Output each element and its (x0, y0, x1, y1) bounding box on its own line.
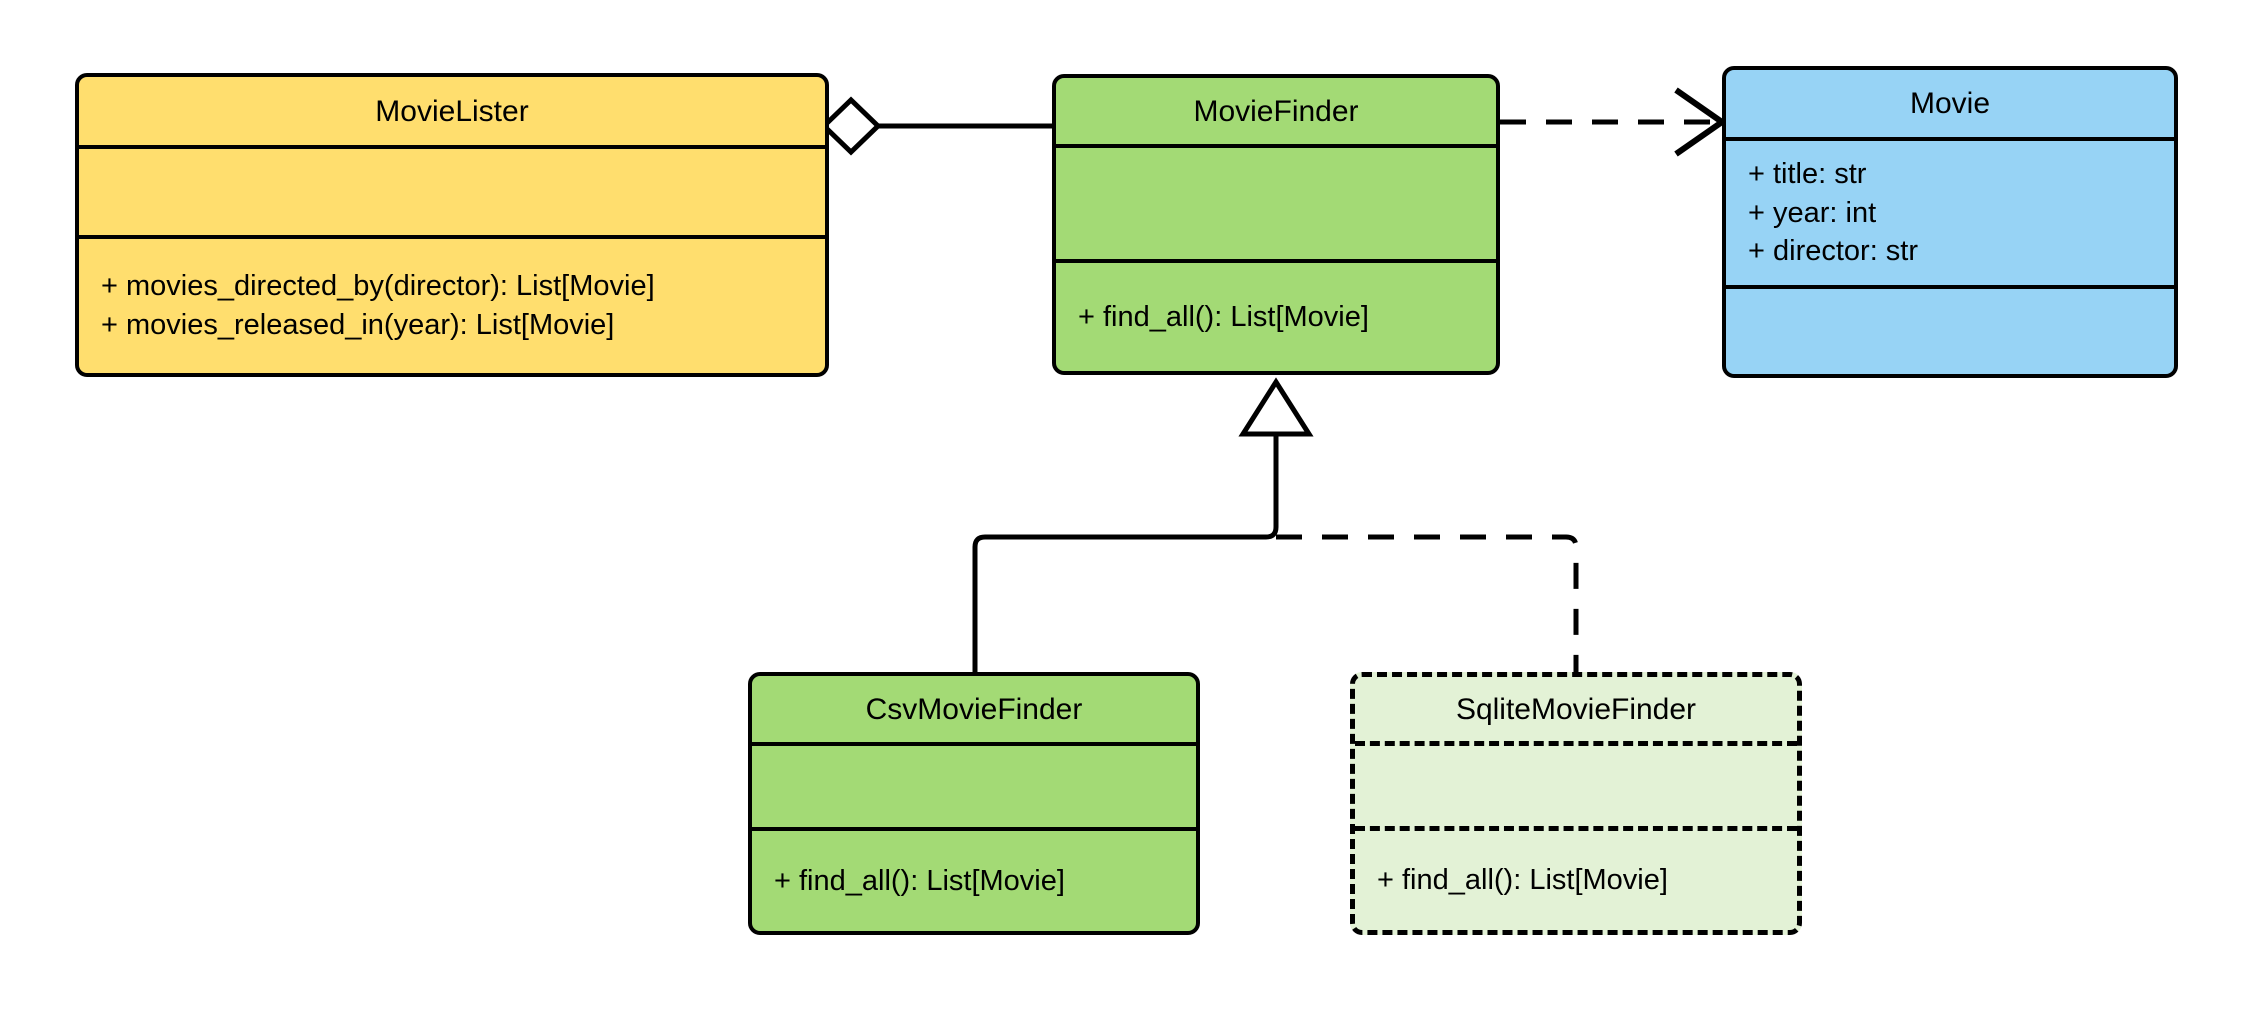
class-methods-compartment (1726, 285, 2174, 374)
class-box-sqlite-movie-finder[interactable]: SqliteMovieFinder + find_all(): List[Mov… (1350, 672, 1802, 935)
edge-aggregation-lister-finder (820, 96, 1052, 156)
class-name-label: CsvMovieFinder (865, 692, 1083, 726)
class-title-compartment: SqliteMovieFinder (1355, 677, 1797, 741)
edge-generalization-csv-finder (972, 377, 1314, 672)
method-item: + movies_released_in(year): List[Movie] (101, 309, 615, 341)
class-methods-compartment: + find_all(): List[Movie] (752, 827, 1196, 931)
class-title-compartment: MovieFinder (1056, 78, 1496, 144)
class-attributes-compartment (1355, 741, 1797, 826)
attribute-item: + year: int (1748, 196, 1877, 229)
attribute-item: + director: str (1748, 235, 1919, 268)
class-title-compartment: Movie (1726, 70, 2174, 137)
class-title-compartment: MovieLister (79, 77, 825, 145)
edge-dependency-finder-movie (1500, 87, 1728, 157)
class-box-csv-movie-finder[interactable]: CsvMovieFinder + find_all(): List[Movie] (748, 672, 1200, 935)
class-attributes-compartment: + title: str + year: int + director: str (1726, 137, 2174, 285)
class-title-compartment: CsvMovieFinder (752, 676, 1196, 742)
class-methods-compartment: + find_all(): List[Movie] (1056, 259, 1496, 371)
class-methods-compartment: + find_all(): List[Movie] (1355, 826, 1797, 930)
class-methods-compartment: + movies_directed_by(director): List[Mov… (79, 235, 825, 373)
method-item: + find_all(): List[Movie] (1377, 864, 1668, 897)
attribute-item: + title: str (1748, 158, 1867, 191)
class-box-movie[interactable]: Movie + title: str + year: int + directo… (1722, 66, 2178, 378)
method-item: + find_all(): List[Movie] (1078, 300, 1369, 333)
generalization-line-csv (972, 434, 1279, 672)
class-box-movie-lister[interactable]: MovieLister + movies_directed_by(directo… (75, 73, 829, 377)
class-attributes-compartment (752, 742, 1196, 827)
method-item: + find_all(): List[Movie] (774, 864, 1065, 897)
class-name-label: Movie (1909, 87, 1991, 120)
class-name-label: SqliteMovieFinder (1455, 692, 1697, 726)
edge-realization-sqlite-finder (1276, 534, 1579, 672)
hollow-triangle-marker (1238, 377, 1314, 437)
hollow-diamond-marker (820, 96, 882, 156)
class-attributes-compartment (1056, 144, 1496, 259)
class-attributes-compartment (79, 145, 825, 235)
class-name-label: MovieFinder (1193, 94, 1359, 128)
method-item: + movies_directed_by(director): List[Mov… (101, 270, 655, 303)
open-arrow-marker (1674, 87, 1728, 157)
class-name-label: MovieLister (375, 94, 529, 128)
class-box-movie-finder[interactable]: MovieFinder + find_all(): List[Movie] (1052, 74, 1500, 375)
realization-line-sqlite (1276, 534, 1579, 672)
